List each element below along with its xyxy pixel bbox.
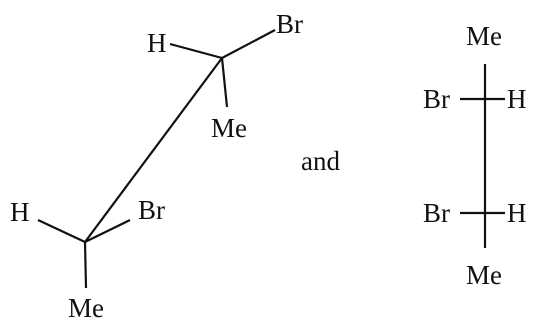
bond-lower-c-br bbox=[84, 219, 131, 243]
bond-upper-c-me bbox=[220, 57, 229, 108]
bond-upper-c-h bbox=[169, 42, 223, 60]
lower-h-label: H bbox=[10, 197, 30, 227]
bond-c-c-diagonal bbox=[84, 57, 223, 243]
upper-br-label: Br bbox=[423, 84, 450, 114]
top-me-label: Me bbox=[466, 21, 502, 51]
conjunction-text: and bbox=[301, 146, 340, 176]
left-structure: H Br Me H Br Me bbox=[10, 9, 303, 323]
upper-h-label: H bbox=[507, 84, 527, 114]
bond-upper-c-br bbox=[221, 29, 276, 59]
bond-lower-c-h bbox=[37, 219, 86, 243]
right-structure: Me Br H Br H Me bbox=[423, 21, 527, 290]
bottom-me-label: Me bbox=[466, 260, 502, 290]
lower-br-label: Br bbox=[423, 198, 450, 228]
upper-me-label: Me bbox=[211, 113, 247, 143]
lower-me-label: Me bbox=[68, 293, 104, 323]
upper-br-label: Br bbox=[276, 9, 303, 39]
lower-br-label: Br bbox=[138, 195, 165, 225]
bond-lower-c-me bbox=[83, 241, 88, 289]
upper-h-label: H bbox=[147, 28, 167, 58]
lower-h-label: H bbox=[507, 198, 527, 228]
